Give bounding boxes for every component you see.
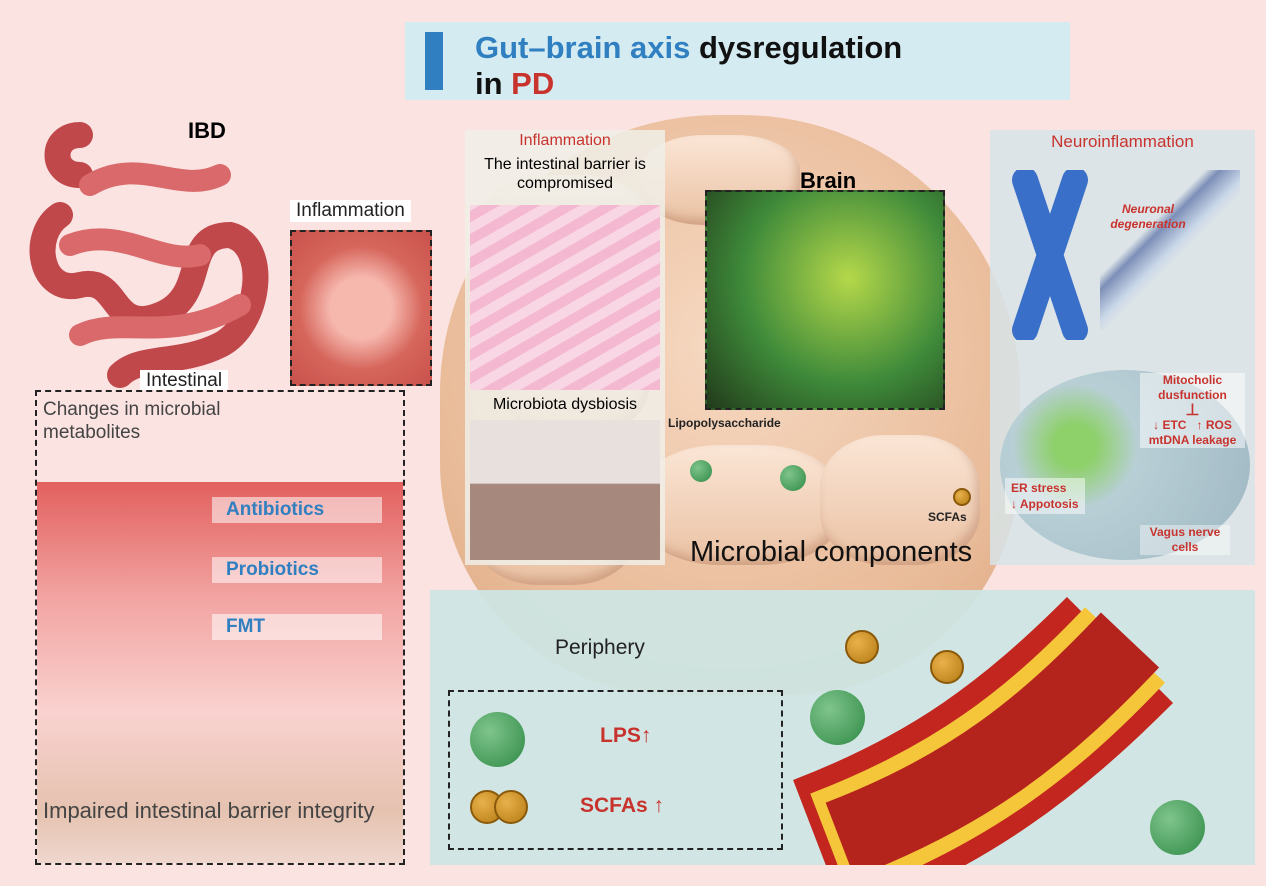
mito-label-1: Mitocholic	[1162, 373, 1223, 387]
mito-label-2: dusfunction	[1158, 388, 1227, 402]
ibd-label: IBD	[188, 118, 226, 143]
scfa-icon	[494, 790, 528, 824]
apoptosis-label: ↓ Appotosis	[1011, 497, 1079, 511]
chromosome-icon	[1012, 170, 1088, 340]
barrier-compromised-label: The intestinal barrier is compromised	[484, 156, 646, 192]
intestine-icon	[29, 122, 269, 388]
etc-label: ↓ ETC	[1153, 418, 1187, 432]
lps-cluster-icon	[470, 712, 525, 767]
er-stress-box: ER stress ↓ Appotosis	[1005, 478, 1085, 514]
bacteria-cluster-icon	[780, 465, 806, 491]
inflammation-panel: Inflammation The intestinal barrier is c…	[465, 130, 665, 565]
neuronal-degeneration-label: Neuronal degeneration	[1110, 202, 1186, 231]
title-box: Gut–brain axis dysregulation in PD	[405, 22, 1070, 102]
bacteria-cluster-icon	[810, 690, 865, 745]
microbial-components-label: Microbial components	[690, 536, 973, 568]
title-pd: PD	[511, 66, 555, 101]
brain-label: Brain	[800, 168, 857, 193]
scfas-increase-label: SCFAs ↑	[580, 794, 665, 817]
dysbiosis-image	[470, 420, 660, 560]
neuroinflammation-panel: Neuroinflammation Neuronal degeneration …	[990, 130, 1255, 565]
antibiotics-label: Antibiotics	[212, 497, 382, 523]
mitochondrial-dysfunction-box: Mitocholic dusfunction ⊥ ↓ ETC ↑ ROS mtD…	[1140, 373, 1245, 448]
title-dysregulation: dysregulation	[690, 30, 903, 65]
mtdna-label: mtDNA leakage	[1148, 433, 1237, 447]
lps-increase-label: LPS↑	[600, 724, 652, 747]
inhibit-symbol: ⊥	[1185, 402, 1200, 419]
dna-helix-icon	[1100, 170, 1240, 330]
fmt-label: FMT	[212, 614, 382, 640]
inflammation-label-left: Inflammation	[290, 200, 411, 222]
inflammation-panel-title: Inflammation	[519, 132, 611, 149]
microbiota-closeup	[705, 190, 945, 410]
barrier-histology-image	[470, 205, 660, 390]
gut-barrier-box: Changes in microbial metabolites Antibio…	[35, 390, 405, 865]
vagus-label-1: Vagus nerve	[1149, 525, 1221, 539]
bacteria-cluster-icon	[690, 460, 712, 482]
inflammation-closeup	[290, 230, 432, 386]
vagus-label-2: cells	[1171, 540, 1199, 554]
periphery-legend-box: LPS↑ SCFAs ↑	[448, 690, 783, 850]
intestinal-label: Intestinal	[140, 370, 229, 392]
vagus-nerve-box: Vagus nerve cells	[1140, 525, 1230, 555]
scfa-icon	[930, 650, 964, 684]
probiotics-label: Probiotics	[212, 557, 382, 583]
neuroinflammation-title: Neuroinflammation	[1051, 132, 1194, 151]
periphery-panel: Periphery LPS↑ SCFAs ↑	[430, 590, 1255, 865]
lipopolysaccharide-label: Lipopolysaccharide	[668, 416, 781, 430]
title-in: in	[475, 66, 512, 101]
ros-label: ↑ ROS	[1196, 418, 1232, 432]
villi-illustration	[37, 482, 403, 863]
microbiota-dysbiosis-label: Microbiota dysbiosis	[492, 396, 638, 413]
scfas-label: SCFAs	[928, 510, 967, 524]
scfa-molecule-icon	[953, 488, 971, 506]
periphery-label: Periphery	[555, 636, 645, 659]
bacteria-cluster-icon	[1150, 800, 1205, 855]
page-title: Gut–brain axis dysregulation in PD	[475, 30, 902, 102]
er-stress-label: ER stress	[1011, 481, 1067, 495]
title-gut-brain: Gut–brain axis	[475, 30, 691, 65]
impaired-barrier-label: Impaired intestinal barrier integrity	[43, 798, 375, 823]
blood-vessel-illustration	[792, 596, 1174, 865]
scfa-icon	[845, 630, 879, 664]
title-accent-bar	[425, 32, 443, 90]
changes-metabolites-label: Changes in microbial metabolites	[43, 399, 221, 443]
